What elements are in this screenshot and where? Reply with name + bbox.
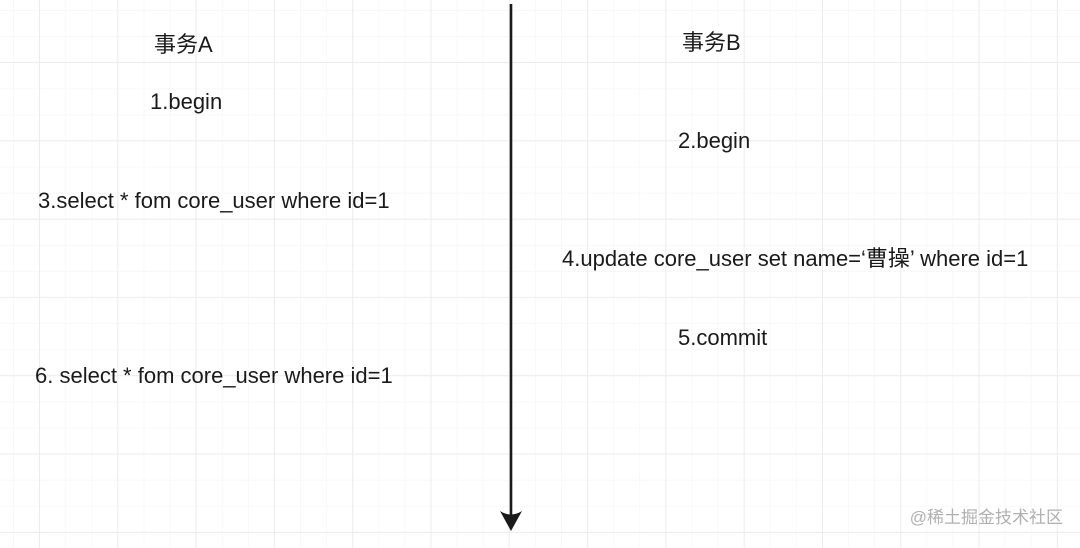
step-6-select: 6. select * fom core_user where id=1 [35, 363, 393, 388]
transaction-b-title: 事务B [682, 30, 741, 55]
step-4-update: 4.update core_user set name=‘曹操’ where i… [562, 246, 1029, 271]
step-5-commit: 5.commit [678, 325, 768, 350]
step-2-begin: 2.begin [678, 128, 751, 153]
timeline-arrow-down-icon [500, 4, 522, 531]
step-3-select: 3.select * fom core_user where id=1 [38, 188, 390, 213]
step-1-begin: 1.begin [150, 89, 223, 114]
transaction-a-title: 事务A [154, 32, 213, 57]
watermark-text: @稀土掘金技术社区 [909, 508, 1063, 527]
